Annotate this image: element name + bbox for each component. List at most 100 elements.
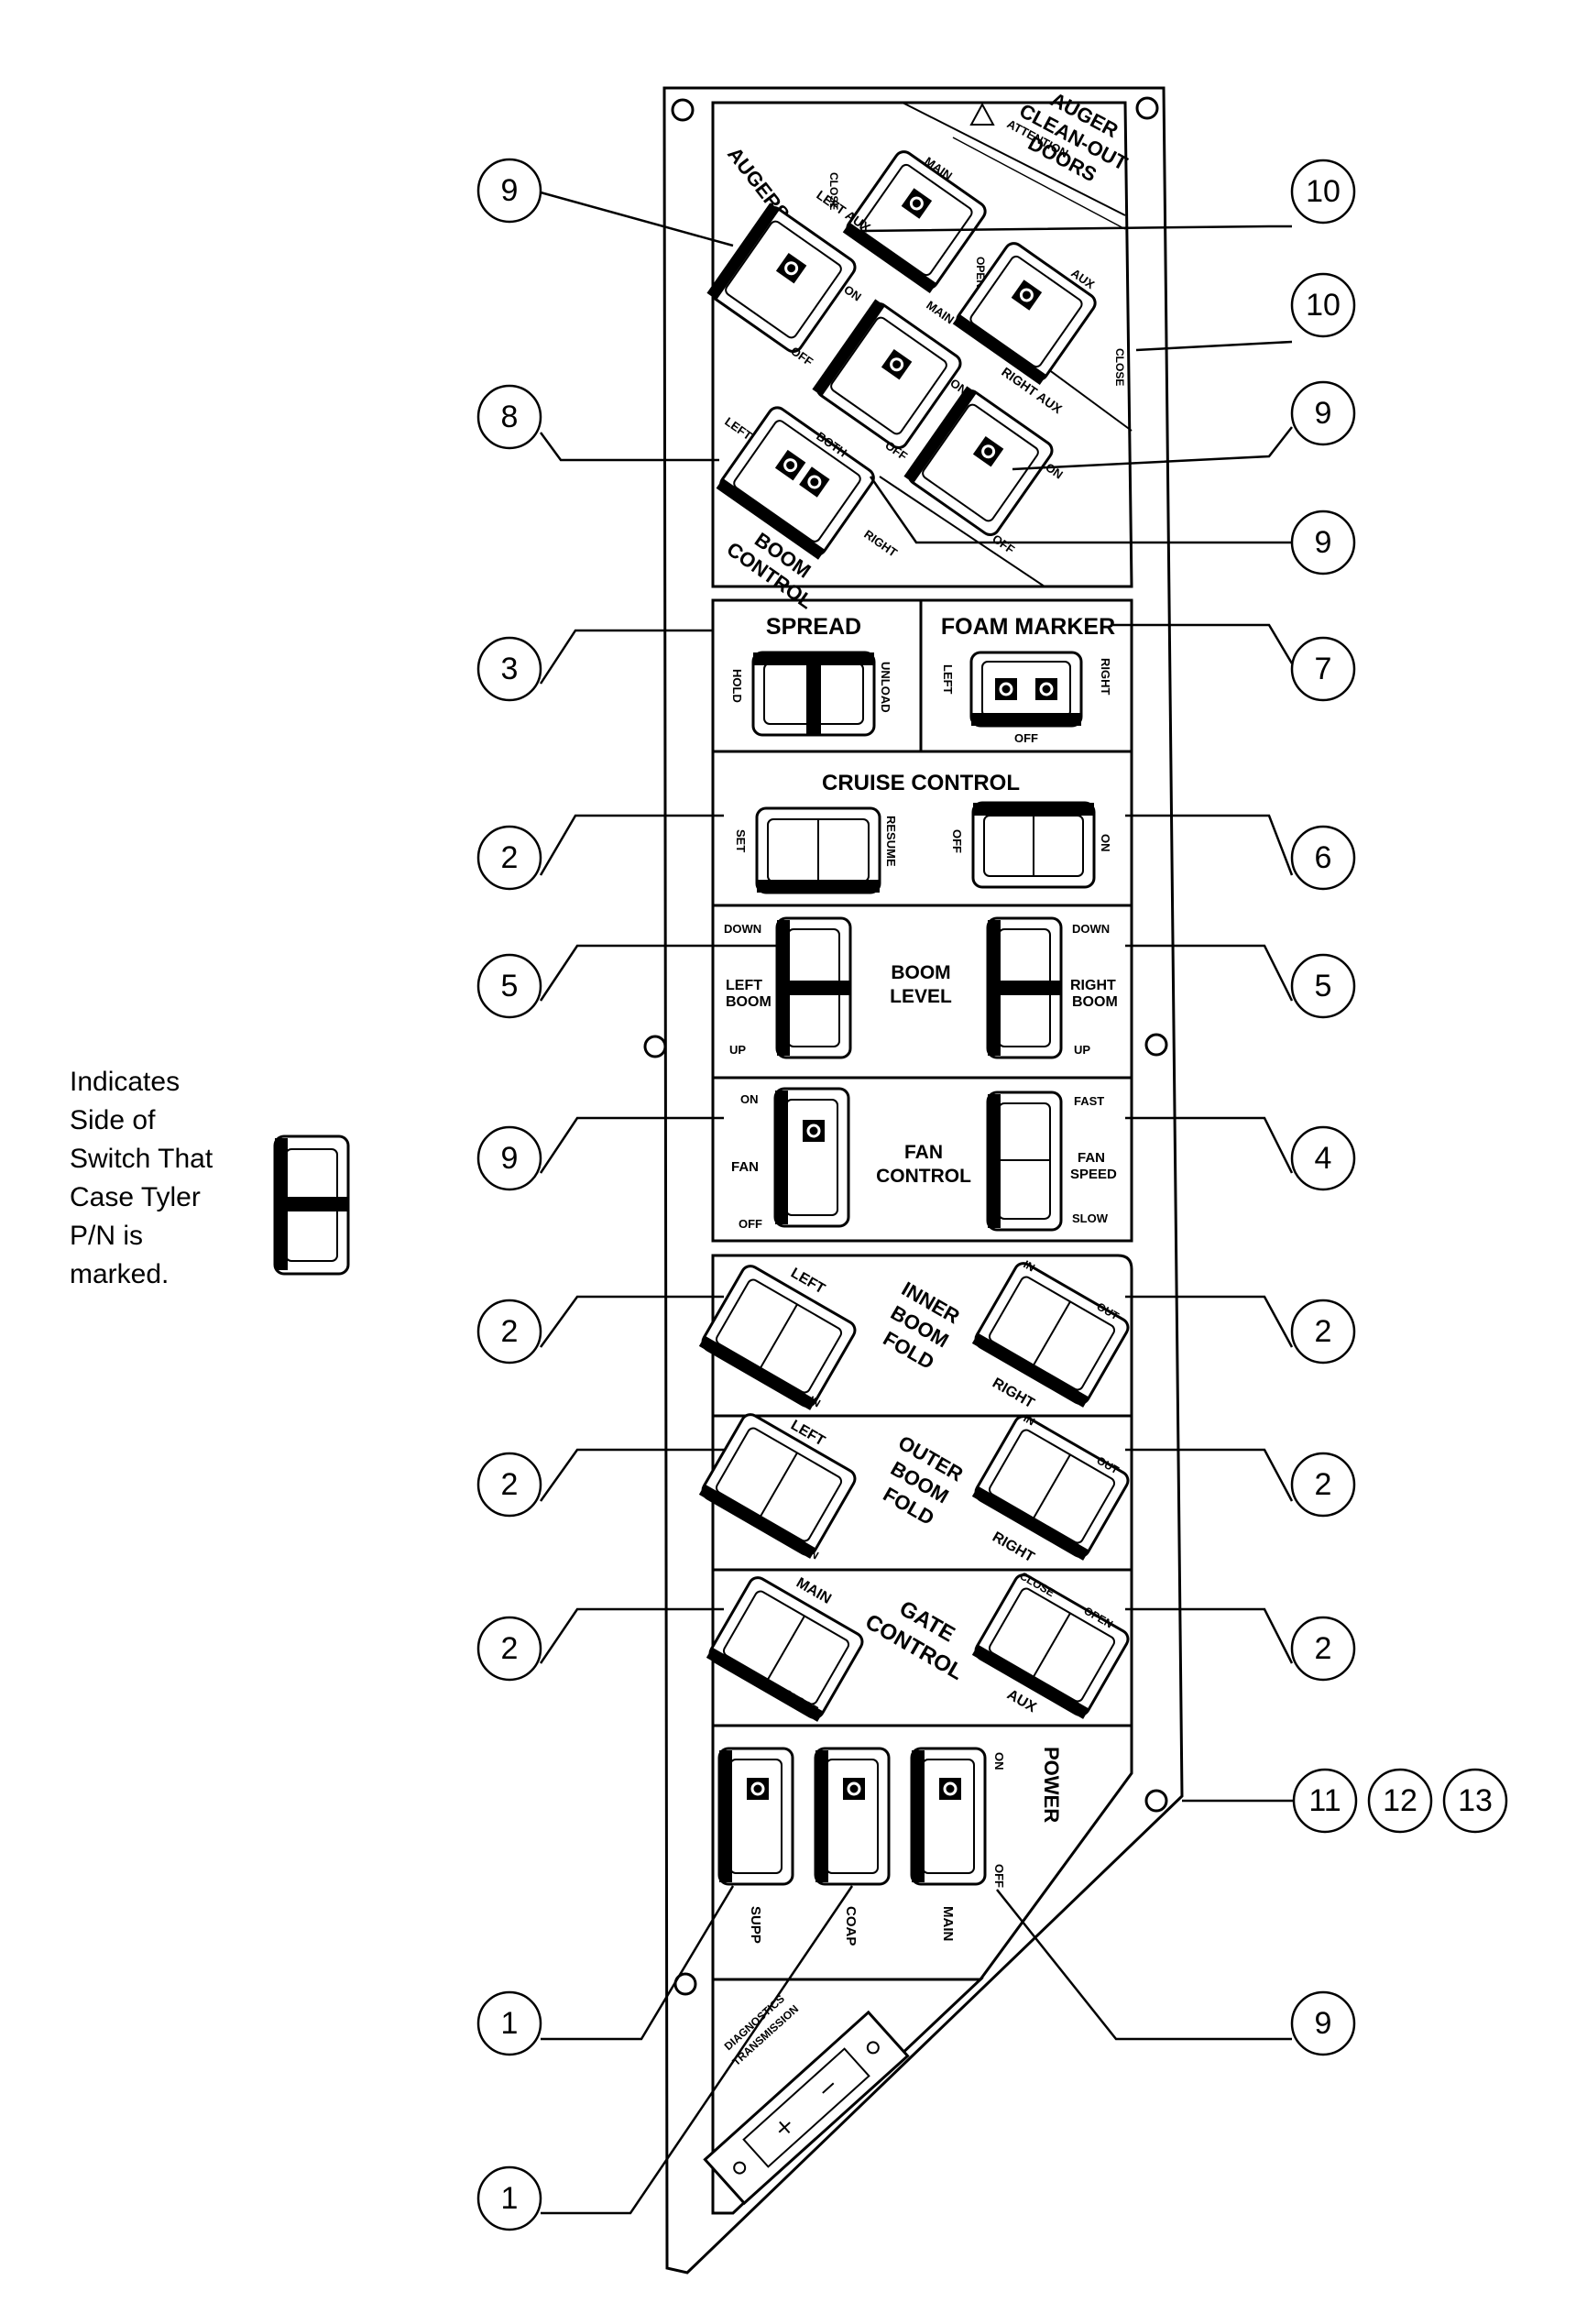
callout-bubble: 2	[476, 1299, 542, 1365]
cruise-on-label: ON	[1099, 834, 1112, 852]
spread-switch[interactable]	[751, 651, 876, 737]
power-title: POWER	[1040, 1747, 1063, 1823]
clean-out-main-switch[interactable]	[842, 148, 989, 293]
auger-left-aux-switch[interactable]	[706, 203, 858, 355]
diagnostic-connector[interactable]	[703, 2010, 910, 2206]
power-coap-label: COAP	[843, 1906, 859, 1946]
callout-bubble: 1	[476, 2165, 542, 2231]
callout-number: 2	[501, 840, 519, 875]
fan-speed-slow-label: SLOW	[1072, 1211, 1109, 1225]
clean-out-aux-close-label: CLOSE	[1113, 348, 1126, 386]
inner-fold-right-label: RIGHT	[990, 1376, 1037, 1412]
callout-number: 2	[1315, 1467, 1332, 1502]
callout-number: 12	[1383, 1783, 1417, 1818]
callout-bubble: 9	[1290, 1990, 1356, 2056]
cruise-resume-label: RESUME	[884, 816, 898, 867]
callout-number: 9	[1315, 2006, 1332, 2041]
callout-bubble: 4	[1290, 1125, 1356, 1191]
callout-bubble: 2	[476, 1452, 542, 1518]
right-boom-down-label: DOWN	[1072, 922, 1110, 936]
power-off-label: OFF	[992, 1864, 1006, 1888]
callout-bubble: 13	[1442, 1768, 1508, 1834]
power-coap-switch[interactable]	[814, 1747, 891, 1886]
cruise-set-label: SET	[734, 829, 748, 852]
left-boom-label-2: BOOM	[726, 994, 772, 1010]
callout-bubble: 12	[1367, 1768, 1433, 1834]
foam-marker-off-label: OFF	[1014, 731, 1038, 745]
fan-speed-label-1: FAN	[1078, 1150, 1105, 1166]
legend-line: Indicates	[70, 1067, 181, 1097]
panel-plate	[662, 86, 1184, 2275]
right-boom-level-switch[interactable]	[986, 916, 1063, 1059]
fan-label: FAN	[731, 1159, 759, 1175]
inner-boom-fold-right-switch[interactable]	[971, 1260, 1132, 1408]
callout-bubble: 9	[1290, 510, 1356, 576]
clean-out-aux-switch[interactable]	[952, 240, 1099, 385]
foam-marker-switch[interactable]	[969, 651, 1083, 728]
legend-text: Indicates Side of Switch That Case Tyler…	[70, 1063, 244, 1294]
outer-boom-fold-right-switch[interactable]	[971, 1413, 1132, 1561]
legend-line: Side of	[70, 1105, 156, 1135]
section-inner-boom-fold	[711, 1254, 1133, 1418]
mounting-holes	[643, 96, 1168, 1996]
left-boom-up-label: UP	[729, 1043, 746, 1057]
right-boom-up-label: UP	[1074, 1043, 1090, 1057]
spread-hold-label: HOLD	[730, 669, 744, 703]
section-top	[711, 101, 1133, 588]
cruise-control-title: CRUISE CONTROL	[822, 771, 1020, 795]
callout-bubble: 2	[1290, 1452, 1356, 1518]
callout-number: 4	[1315, 1141, 1332, 1176]
callout-number: 10	[1306, 174, 1341, 209]
section-power	[711, 1724, 1133, 1981]
callout-number: 1	[501, 2181, 519, 2216]
left-boom-down-label: DOWN	[724, 922, 761, 936]
foam-marker-title: FOAM MARKER	[941, 614, 1115, 640]
gate-aux-switch[interactable]	[971, 1572, 1132, 1719]
callout-bubble: 11	[1292, 1768, 1358, 1834]
power-supp-label: SUPP	[748, 1906, 763, 1944]
boom-control-right-label: RIGHT	[861, 527, 900, 560]
callout-bubble: 2	[1290, 1299, 1356, 1365]
callout-bubble: 10	[1290, 272, 1356, 338]
auger-main-switch[interactable]	[812, 299, 963, 451]
fan-speed-switch[interactable]	[986, 1091, 1063, 1232]
callout-bubble: 9	[1290, 380, 1356, 446]
power-supp-switch[interactable]	[717, 1747, 794, 1886]
fan-off-label: OFF	[739, 1217, 762, 1231]
auger-right-aux-switch[interactable]	[903, 386, 1055, 538]
callout-bubble: 9	[476, 158, 542, 224]
power-main-switch[interactable]	[910, 1747, 987, 1886]
callout-number: 10	[1306, 288, 1341, 323]
callout-bubble: 2	[1290, 1616, 1356, 1682]
boom-level-title-1: BOOM	[891, 962, 950, 983]
callout-number: 2	[1315, 1314, 1332, 1349]
outer-boom-fold-left-switch[interactable]	[698, 1411, 859, 1559]
callout-bubble: 5	[476, 953, 542, 1019]
callout-bubble: 9	[476, 1125, 542, 1191]
callout-bubble: 5	[1290, 953, 1356, 1019]
spread-title: SPREAD	[766, 614, 861, 640]
callout-number: 5	[501, 969, 519, 1003]
leader-lines	[539, 191, 1294, 2215]
legend-line: Switch That	[70, 1144, 213, 1174]
power-main-label: MAIN	[940, 1906, 956, 1941]
callout-number: 2	[501, 1631, 519, 1666]
boom-level-title-2: LEVEL	[890, 986, 952, 1007]
legend-line: Case Tyler	[70, 1182, 201, 1212]
callout-bubble: 8	[476, 384, 542, 450]
boom-control-switch[interactable]	[716, 404, 878, 560]
fan-control-title-2: CONTROL	[876, 1166, 971, 1187]
callout-number: 3	[501, 652, 519, 686]
left-boom-level-switch[interactable]	[775, 916, 852, 1059]
cruise-set-resume-switch[interactable]	[755, 806, 881, 894]
gate-main-switch[interactable]	[706, 1574, 866, 1722]
spread-unload-label: UNLOAD	[879, 662, 892, 713]
callout-number: 2	[1315, 1631, 1332, 1666]
right-boom-label-2: BOOM	[1072, 994, 1118, 1010]
inner-boom-fold-left-switch[interactable]	[698, 1263, 859, 1410]
callout-bubble: 6	[1290, 825, 1356, 891]
callout-number: 8	[501, 400, 519, 434]
fan-on-off-switch[interactable]	[773, 1087, 850, 1228]
cruise-on-off-switch[interactable]	[971, 801, 1096, 889]
